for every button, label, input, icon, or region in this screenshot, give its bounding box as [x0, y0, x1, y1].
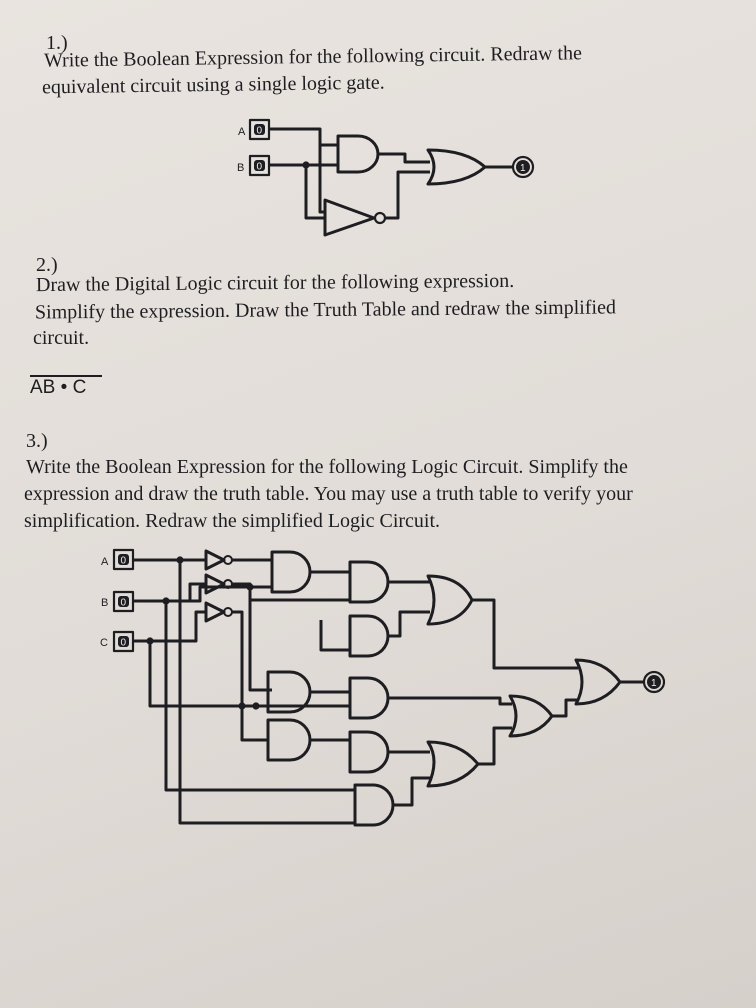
- q3-prompt-line-3: simplification. Redraw the simplified Lo…: [24, 510, 441, 532]
- q3-input-b-value: 0: [121, 598, 127, 609]
- q3-input-a-label: A: [101, 556, 109, 568]
- q3-or-gate-3: [426, 740, 480, 788]
- q1-output-probe: [511, 155, 535, 179]
- q1-or-gate: [426, 148, 487, 186]
- q3-not-gate-b: [204, 573, 226, 595]
- q3-and-gate-2: [348, 560, 390, 604]
- q2-expression-dot: •: [60, 377, 68, 398]
- q3-input-a-value: 0: [121, 556, 127, 567]
- q2-expression-overbar: [30, 375, 102, 377]
- q3-not-gate-a: [204, 549, 226, 571]
- q3-or-gate-1: [426, 574, 474, 626]
- q3-and-gate-4: [266, 670, 312, 714]
- q1-input-b-label: B: [237, 162, 244, 174]
- q3-prompt-line-1: Write the Boolean Expression for the fol…: [26, 456, 628, 478]
- q2-expression-c: C: [72, 377, 87, 398]
- q1-input-b-box: [248, 154, 271, 177]
- q3-not-gate-c: [204, 601, 226, 623]
- q3-output-probe: [642, 670, 666, 694]
- q1-and-gate: [336, 134, 380, 174]
- q3-and-gate-6: [266, 718, 312, 762]
- q3-and-gate-5: [348, 676, 390, 720]
- q2-expression: AB • C: [30, 375, 102, 399]
- q1-number: 1.): [46, 32, 68, 54]
- q3-input-c-label: C: [100, 637, 108, 649]
- q3-and-gate-3: [348, 614, 390, 658]
- q1-not-gate: [323, 198, 376, 237]
- q3-input-c-value: 0: [121, 638, 127, 649]
- q1-input-a-value: 0: [257, 126, 263, 137]
- q3-input-b-label: B: [101, 597, 108, 609]
- q3-or-gate-4: [574, 658, 622, 706]
- q3-and-gate-1: [270, 550, 312, 594]
- q1-circuit-diagram: A B 0 0 1: [237, 118, 535, 237]
- q3-number: 3.): [26, 430, 48, 452]
- q3-or-gate-2: [508, 694, 554, 738]
- q3-and-gate-8: [353, 783, 395, 827]
- q1-input-a-label: A: [238, 126, 246, 138]
- q2-expression-ab: AB: [30, 377, 56, 398]
- q1-input-a-box: [248, 118, 271, 141]
- q3-output-value: 1: [651, 678, 657, 689]
- q1-output-value: 1: [520, 163, 526, 174]
- q2-prompt-line-3: circuit.: [33, 327, 90, 349]
- q3-and-gate-7: [348, 730, 390, 774]
- q1-input-b-value: 0: [257, 162, 263, 173]
- q2-number: 2.): [36, 254, 58, 276]
- q3-prompt-line-2: expression and draw the truth table. You…: [24, 483, 633, 505]
